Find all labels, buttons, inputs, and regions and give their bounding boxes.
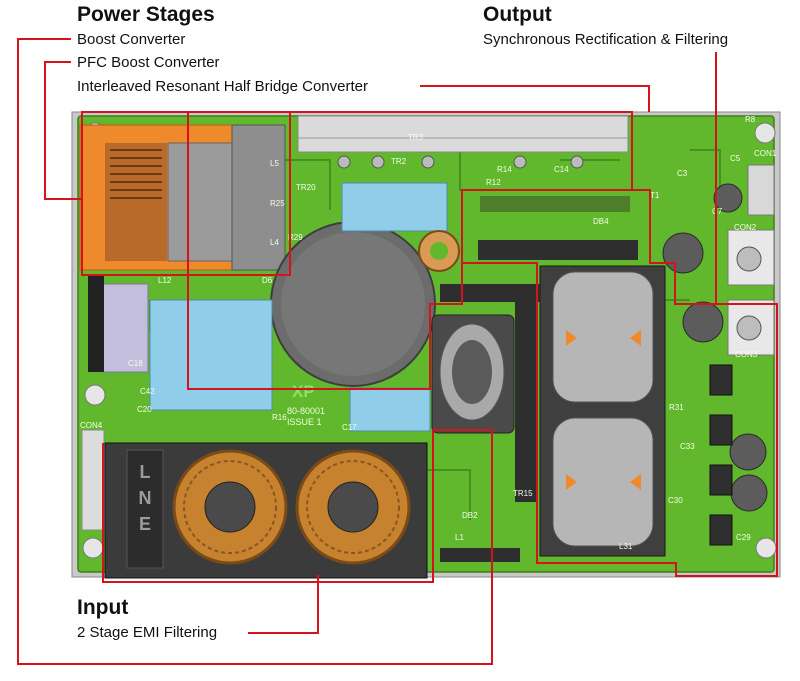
designator-c42: C42 <box>140 387 155 396</box>
designator-r12: R12 <box>486 178 501 187</box>
designator-r31: R31 <box>669 403 684 412</box>
input-leader <box>248 575 319 634</box>
half-bridge-region <box>187 111 633 390</box>
synchronous-rectification-label: Synchronous Rectification & Filtering <box>483 31 729 48</box>
filter-letter-n: N <box>139 488 152 508</box>
designator-r25: R25 <box>270 199 285 208</box>
designator-l1: L1 <box>455 533 464 542</box>
designator-db2: DB2 <box>462 511 478 520</box>
designator-tr20: TR20 <box>296 183 316 192</box>
output-capacitor-icons <box>662 183 768 512</box>
power-stages-heading: Power Stages <box>77 3 215 26</box>
resonant-inductor-icon <box>431 314 515 434</box>
film-capacitor-icons <box>102 182 448 432</box>
designator-c3: C3 <box>677 169 688 178</box>
half-bridge-leader <box>420 85 650 112</box>
designator-c17: C17 <box>342 423 357 432</box>
designator-c29: C29 <box>736 533 751 542</box>
designator-c5: C5 <box>730 154 741 163</box>
board-part-number: 80-80001 <box>287 406 325 416</box>
emi-filtering-label: 2 Stage EMI Filtering <box>77 624 218 641</box>
output-connector-icons <box>727 164 775 356</box>
board-silkscreen: XP 80-80001 ISSUE 1 <box>287 382 325 427</box>
designator-labels: L5TR20R25R29L4D6L12C18C42C20CON4R16C17TR… <box>80 115 777 551</box>
designator-l12: L12 <box>158 276 172 285</box>
output-region <box>461 189 778 577</box>
bulk-capacitor-icon <box>270 221 436 387</box>
designator-r29: R29 <box>288 233 303 242</box>
output-heading: Output <box>483 3 552 26</box>
designator-c33: C33 <box>680 442 695 451</box>
designator-con1: CON1 <box>754 149 777 158</box>
filter-letter-e: E <box>139 514 151 534</box>
designator-c7: C7 <box>712 207 723 216</box>
designator-d6: D6 <box>262 276 273 285</box>
output-mosfet-icons <box>709 364 733 546</box>
designator-r14: R14 <box>497 165 512 174</box>
designator-con4: CON4 <box>80 421 103 430</box>
designator-tr3: TR3 <box>408 133 424 142</box>
pfc-boost-region <box>81 111 291 276</box>
designator-l31: L31 <box>619 542 633 551</box>
designator-t1: T1 <box>650 191 660 200</box>
filter-letter-l: L <box>140 462 151 482</box>
designator-r8: R8 <box>745 115 756 124</box>
inductor-icon <box>418 230 460 272</box>
input-connector-icons <box>81 276 105 531</box>
designator-con2: CON2 <box>734 223 757 232</box>
designator-l5: L5 <box>270 159 279 168</box>
designator-c30: C30 <box>668 496 683 505</box>
annotation-lines <box>17 38 778 665</box>
designator-c20: C20 <box>137 405 152 414</box>
transformer-icon <box>79 124 286 271</box>
input-heading: Input <box>77 596 129 619</box>
pfc-boost-leader <box>44 61 82 200</box>
designator-tr15: TR15 <box>513 489 533 498</box>
half-bridge-converter-label: Interleaved Resonant Half Bridge Convert… <box>77 78 368 95</box>
board-issue: ISSUE 1 <box>287 417 322 427</box>
designator-db4: DB4 <box>593 217 609 226</box>
designator-l4: L4 <box>270 238 279 247</box>
designator-con3: CON3 <box>735 350 758 359</box>
designator-c18: C18 <box>128 359 143 368</box>
designator-c14: C14 <box>554 165 569 174</box>
pfc-boost-converter-label: PFC Boost Converter <box>77 54 220 71</box>
heatsink-top <box>297 115 629 169</box>
designator-tr2: TR2 <box>391 157 407 166</box>
boost-converter-leader <box>17 38 493 665</box>
designator-r16: R16 <box>272 413 287 422</box>
rectifier-headers <box>440 196 638 562</box>
boost-converter-label: Boost Converter <box>77 31 186 48</box>
output-transformer-icons <box>539 265 666 557</box>
board-logo: XP <box>292 382 315 401</box>
emi-filter-icon: L N E <box>104 442 428 579</box>
